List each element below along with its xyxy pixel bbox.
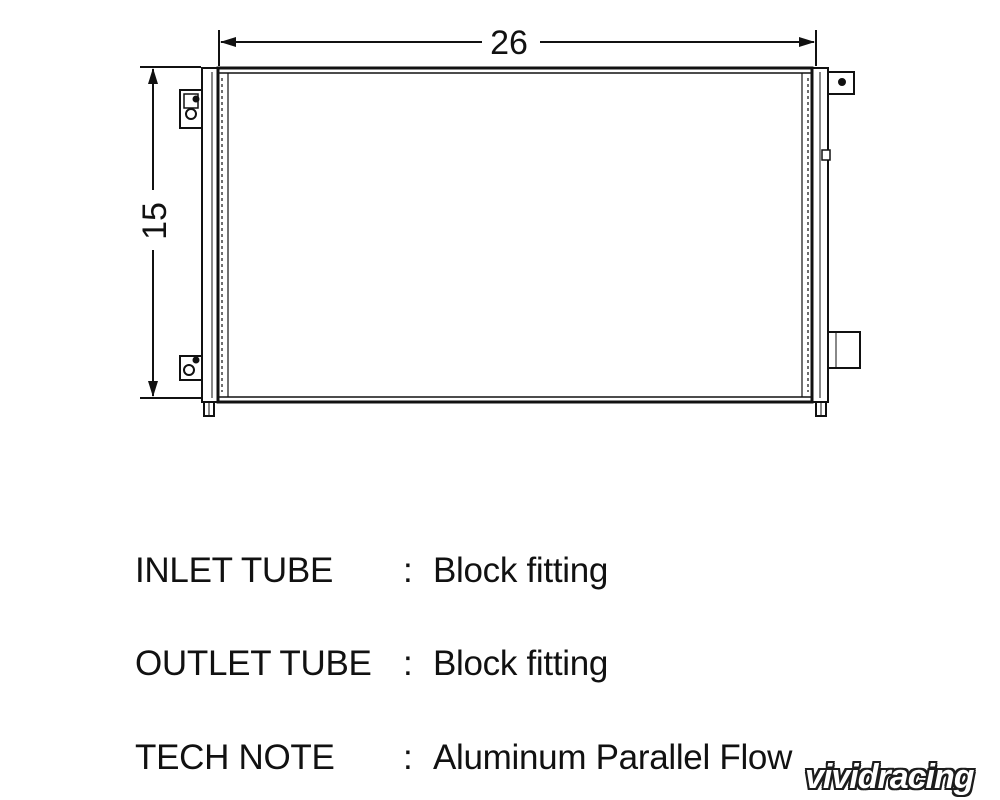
spec-label: OUTLET TUBE (135, 644, 372, 683)
right-bottom-peg (815, 401, 827, 417)
left-tank (201, 67, 223, 403)
height-dimension (140, 66, 201, 399)
left-lower-bracket-bolt (192, 356, 200, 364)
left-tank-body (201, 67, 219, 403)
width-arrow-right (799, 37, 815, 47)
spec-value: Block fitting (433, 644, 609, 683)
core-outline (216, 66, 814, 404)
spec-value: Aluminum Parallel Flow (433, 738, 793, 777)
left-upper-bracket-bolt (192, 95, 200, 103)
right-tank (807, 67, 831, 403)
height-dimension-label: 15 (136, 202, 174, 240)
left-lower-bracket-hole (183, 364, 195, 376)
width-arrow-left (220, 37, 236, 47)
left-upper-bracket-hole (185, 108, 197, 120)
spec-colon: : (403, 738, 413, 777)
spec-label: INLET TUBE (135, 551, 333, 590)
width-dimension-label: 26 (490, 24, 528, 62)
spec-label: TECH NOTE (135, 738, 335, 777)
height-arrow-bottom (148, 381, 158, 397)
condenser-core (216, 66, 814, 404)
right-block-fitting-body (827, 331, 861, 369)
condenser-diagram: 26 15 (136, 24, 861, 417)
left-upper-bracket (179, 89, 203, 129)
spec-value: Block fitting (433, 551, 609, 590)
right-block-fitting (827, 331, 861, 369)
spec-colon: : (403, 551, 413, 590)
left-bottom-peg (203, 401, 215, 417)
height-arrow-top (148, 68, 158, 84)
right-tank-tab (821, 149, 831, 161)
watermark-logo: vividracing (805, 758, 975, 796)
right-top-bracket-hole (838, 78, 846, 86)
spec-colon: : (403, 644, 413, 683)
left-lower-bracket (179, 355, 203, 381)
width-dimension (218, 30, 817, 66)
right-top-bracket (827, 71, 855, 95)
